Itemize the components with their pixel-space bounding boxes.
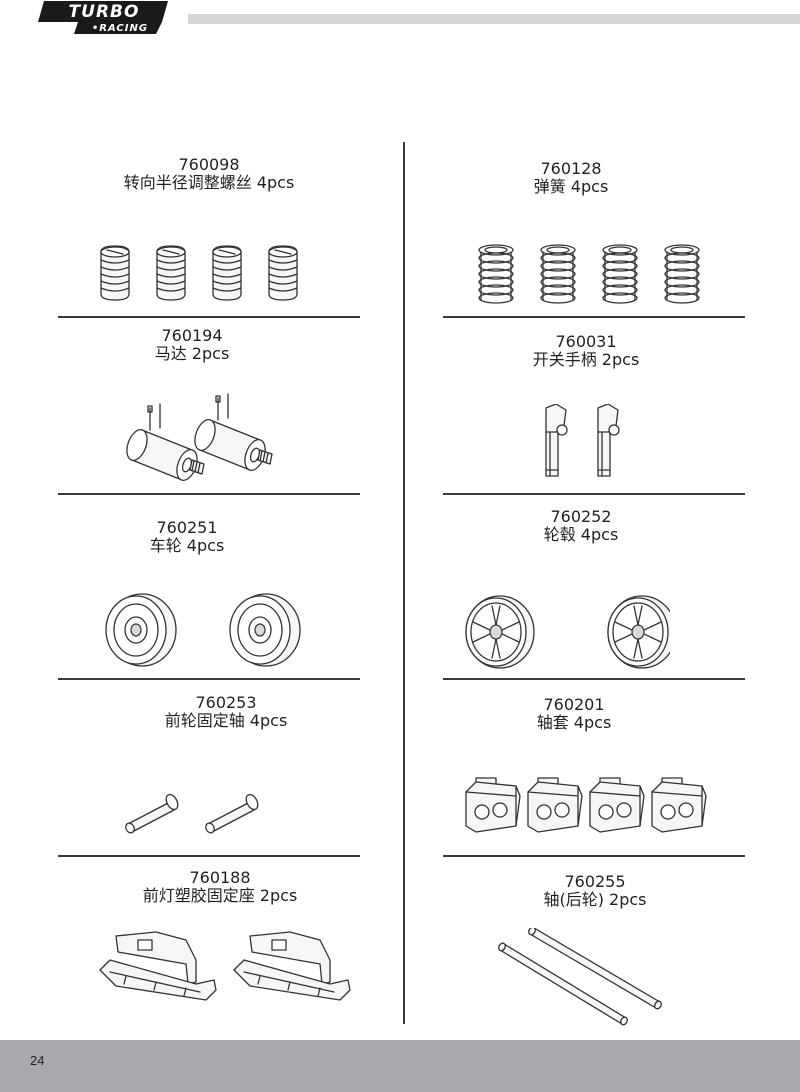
part-name: 弹簧 4pcs [533, 177, 609, 196]
part-name: 轮毂 4pcs [543, 525, 619, 544]
part-760128: 760128 弹簧 4pcs [416, 160, 726, 196]
row-divider [58, 678, 360, 680]
part-760253: 760253 前轮固定轴 4pcs [71, 694, 381, 730]
row-divider [443, 855, 745, 857]
wheel-hub-icon [460, 592, 670, 672]
part-code: 760251 [156, 518, 218, 537]
part-name: 轴套 4pcs [536, 713, 612, 732]
part-name: 转向半径调整螺丝 4pcs [123, 173, 295, 192]
headlight-mount-icon [94, 928, 364, 1004]
part-code: 760128 [540, 159, 602, 178]
wheel-icon [100, 592, 310, 670]
set-screw-icon [96, 244, 312, 302]
part-760098: 760098 转向半径调整螺丝 4pcs [54, 156, 364, 192]
motor-icon [124, 390, 304, 486]
part-name: 前轮固定轴 4pcs [164, 711, 288, 730]
part-760201: 760201 轴套 4pcs [419, 696, 729, 732]
svg-text:•RACING: •RACING [92, 23, 148, 34]
turbo-racing-logo: TURBO •RACING [38, 0, 170, 36]
part-760255: 760255 轴(后轮) 2pcs [440, 873, 750, 909]
front-axle-pin-icon [118, 786, 268, 838]
switch-handle-icon [530, 404, 642, 480]
part-code: 760201 [543, 695, 605, 714]
part-name: 开关手柄 2pcs [532, 350, 640, 369]
part-code: 760188 [189, 868, 251, 887]
row-divider [443, 493, 745, 495]
spring-icon [472, 242, 720, 310]
part-760031: 760031 开关手柄 2pcs [431, 333, 741, 369]
part-name: 车轮 4pcs [149, 536, 225, 555]
part-760188: 760188 前灯塑胶固定座 2pcs [65, 869, 375, 905]
part-760251: 760251 车轮 4pcs [32, 519, 342, 555]
column-divider [403, 142, 405, 1024]
part-760194: 760194 马达 2pcs [37, 327, 347, 363]
bushing-icon [460, 774, 710, 836]
part-code: 760252 [550, 507, 612, 526]
part-code: 760253 [195, 693, 257, 712]
footer-bar [0, 1040, 800, 1092]
rear-axle-icon [494, 928, 670, 1032]
row-divider [58, 493, 360, 495]
row-divider [443, 316, 745, 318]
part-code: 760031 [555, 332, 617, 351]
row-divider [58, 855, 360, 857]
svg-text:TURBO: TURBO [69, 2, 140, 22]
part-code: 760194 [161, 326, 223, 345]
row-divider [443, 678, 745, 680]
part-760252: 760252 轮毂 4pcs [426, 508, 736, 544]
part-code: 760098 [178, 155, 240, 174]
part-name: 轴(后轮) 2pcs [543, 890, 647, 909]
row-divider [58, 316, 360, 318]
part-name: 前灯塑胶固定座 2pcs [142, 886, 298, 905]
part-name: 马达 2pcs [154, 344, 230, 363]
page-number: 24 [30, 1053, 45, 1068]
header-bar [188, 14, 800, 24]
part-code: 760255 [564, 872, 626, 891]
